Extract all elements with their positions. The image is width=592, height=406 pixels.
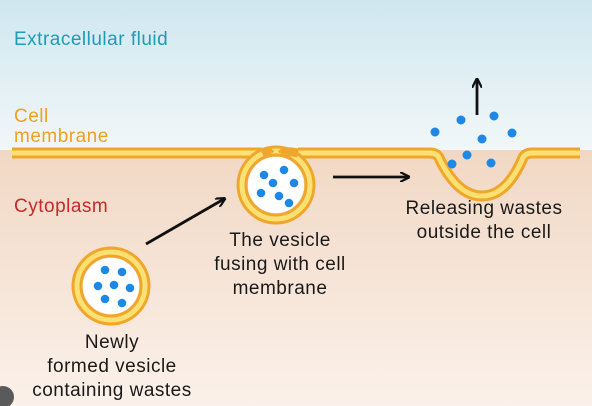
waste-dot xyxy=(447,159,457,169)
caption-line: The vesicle xyxy=(229,230,331,251)
caption-line: formed vesicle xyxy=(47,356,177,377)
caption-line: membrane xyxy=(232,278,328,299)
fusing-vesicle-caption: The vesicle fusing with cell membrane xyxy=(196,229,364,301)
waste-dot xyxy=(430,127,440,137)
released-waste-dots xyxy=(430,111,517,169)
extracellular-region xyxy=(0,0,592,160)
caption-line: outside the cell xyxy=(416,222,552,243)
waste-dot xyxy=(477,134,487,144)
cell-membrane-label: Cell membrane xyxy=(14,107,109,147)
waste-dot xyxy=(274,191,284,201)
waste-dot xyxy=(100,294,110,304)
cell-membrane-label-line: Cell xyxy=(14,106,49,127)
waste-dot xyxy=(117,267,127,277)
waste-dot xyxy=(117,298,127,308)
arrow-to-membrane xyxy=(145,199,224,246)
waste-dot xyxy=(100,265,110,275)
caption-line: fusing with cell xyxy=(214,254,346,275)
waste-dot xyxy=(456,115,466,125)
waste-dot xyxy=(489,111,499,121)
fusing-vesicle-waste-dots xyxy=(256,165,299,208)
waste-dot xyxy=(279,165,289,175)
caption-line: Releasing wastes xyxy=(405,198,563,219)
new-vesicle-caption: Newly formed vesicle containing wastes xyxy=(6,331,218,403)
waste-dot xyxy=(486,158,496,168)
releasing-wastes-caption: Releasing wastes outside the cell xyxy=(384,197,584,245)
new-vesicle xyxy=(71,246,151,326)
waste-dot xyxy=(259,170,269,180)
waste-dot xyxy=(268,178,278,188)
waste-dot xyxy=(93,281,103,291)
waste-dot xyxy=(109,280,119,290)
waste-dot xyxy=(125,283,135,293)
cell-membrane-label-line: membrane xyxy=(14,126,109,147)
cytoplasm-label: Cytoplasm xyxy=(14,196,109,217)
waste-dot xyxy=(256,188,266,198)
caption-line: containing wastes xyxy=(32,380,192,401)
waste-dot xyxy=(462,150,472,160)
fusing-vesicle xyxy=(236,145,316,225)
new-vesicle-waste-dots xyxy=(93,265,135,308)
cell-membrane xyxy=(12,147,580,202)
extracellular-fluid-label: Extracellular fluid xyxy=(14,29,169,50)
overlay-badge-icon xyxy=(0,386,14,406)
waste-dot xyxy=(507,128,517,138)
caption-line: Newly xyxy=(84,332,140,353)
waste-dot xyxy=(284,198,294,208)
waste-dot xyxy=(289,178,299,188)
